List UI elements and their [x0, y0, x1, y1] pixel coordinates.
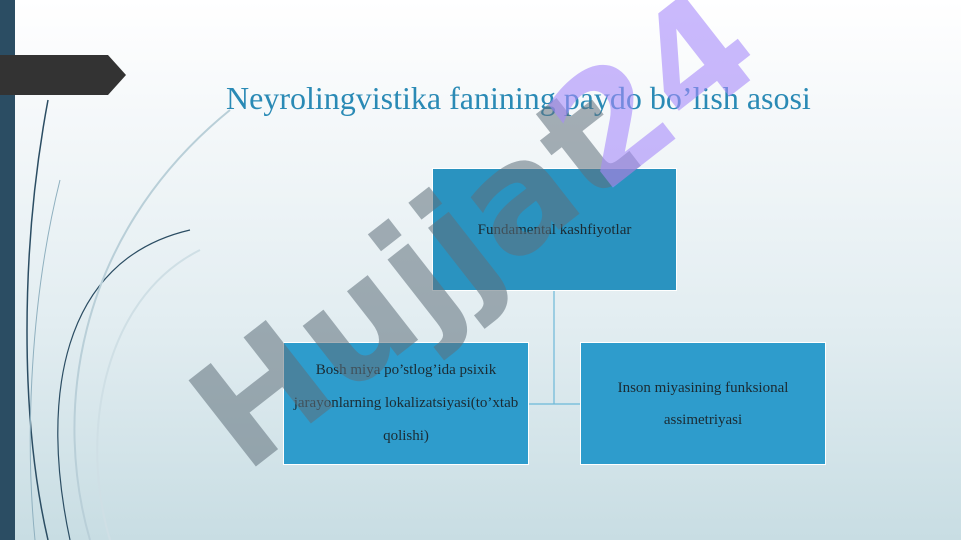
diagram-child-box-left: Bosh miya po’stlog’ida psixik jarayonlar…	[283, 342, 529, 465]
diagram-root-box: Fundamental kashfiyotlar	[432, 168, 677, 291]
diagram-root-label: Fundamental kashfiyotlar	[477, 221, 632, 238]
diagram-child-label-right: Inson miyasining funksional assimetriyas…	[617, 379, 789, 428]
decorative-swirl-lines	[26, 99, 231, 540]
arrow-tab-shape	[0, 55, 126, 95]
slide-title: Neyrolingvistika fanining paydo bo’lish …	[226, 80, 811, 116]
left-accent-bar	[0, 0, 15, 540]
diagram-child-label-left: Bosh miya po’stlog’ida psixik jarayonlar…	[293, 362, 519, 444]
diagram-child-box-right: Inson miyasining funksional assimetriyas…	[580, 342, 826, 465]
